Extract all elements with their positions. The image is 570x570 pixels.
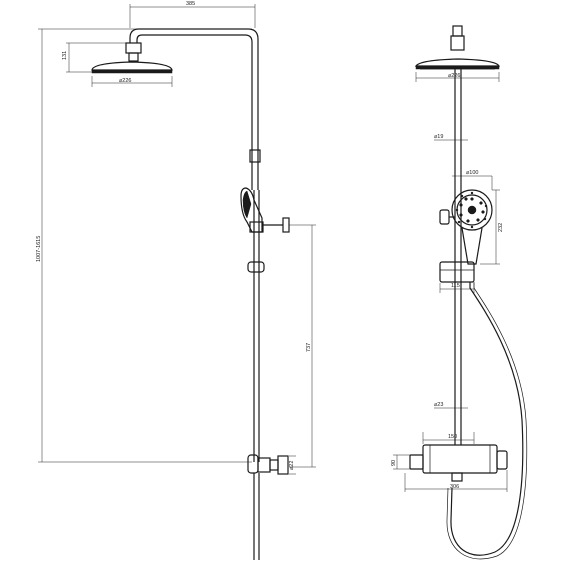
dim-bracket: ⌀22 [289,461,295,470]
overhead-shower-head-side [414,25,500,70]
thermostatic-valve-front [247,454,289,560]
hand-shower-side [439,189,493,265]
dim-arm-length: 385 [186,1,195,7]
side-view: ⌀226 ⌀19 ⌀100 232 115 ⌀23 150 90 [391,25,528,560]
overhead-shower-head-front [91,42,173,74]
thermostatic-valve-side [409,444,508,482]
dim-valve-width: 306 [450,484,459,490]
dim-pipe-diameter: ⌀19 [434,134,443,140]
dim-handshower-diameter: ⌀100 [466,170,479,176]
dim-handshower-height: 737 [306,343,312,352]
dim-valve-depth: 150 [448,434,457,440]
front-view: 385 131 ⌀226 1007-1615 737 ⌀22 [36,1,316,560]
side-dimensions: ⌀226 ⌀19 ⌀100 232 115 ⌀23 150 90 [391,72,508,492]
front-dimensions: 385 131 ⌀226 1007-1615 737 ⌀22 [36,1,316,475]
riser-pipe-front [129,28,261,462]
dim-handshower-length: 232 [498,223,504,232]
dim-valve-height: 90 [391,460,397,466]
dim-side-head-diameter: ⌀226 [448,73,461,79]
dim-holder-offset: 115 [451,283,460,289]
dim-total-height: 1007-1615 [36,236,42,262]
riser-pipe-side [439,69,475,445]
dim-rail-diameter: ⌀23 [434,402,443,408]
dim-head-height: 131 [62,51,68,60]
hand-shower-front [240,187,290,273]
dim-head-diameter: ⌀226 [119,78,132,84]
shower-hose [450,282,524,556]
